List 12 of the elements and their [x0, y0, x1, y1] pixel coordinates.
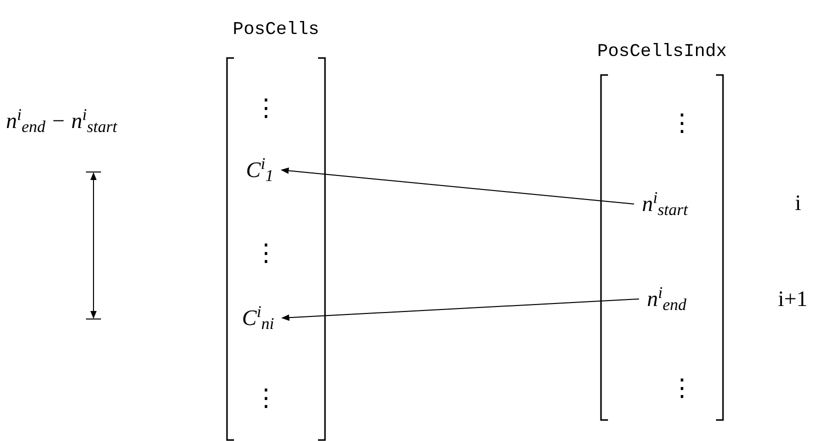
vertical-ellipsis: ⋮	[254, 240, 278, 269]
row-index: i+1	[778, 285, 808, 313]
matrix	[596, 40, 728, 421]
vertical-ellipsis: ⋮	[670, 110, 694, 139]
vertical-ellipsis: ⋮	[254, 95, 278, 124]
matrix-title: PosCells	[232, 19, 320, 42]
matrix-title: PosCellsIndx	[597, 41, 727, 64]
arrow	[280, 168, 634, 204]
vertical-ellipsis: ⋮	[254, 385, 278, 414]
vertical-ellipsis: ⋮	[670, 375, 694, 404]
arrow	[281, 298, 640, 321]
row-index: i	[795, 189, 802, 217]
